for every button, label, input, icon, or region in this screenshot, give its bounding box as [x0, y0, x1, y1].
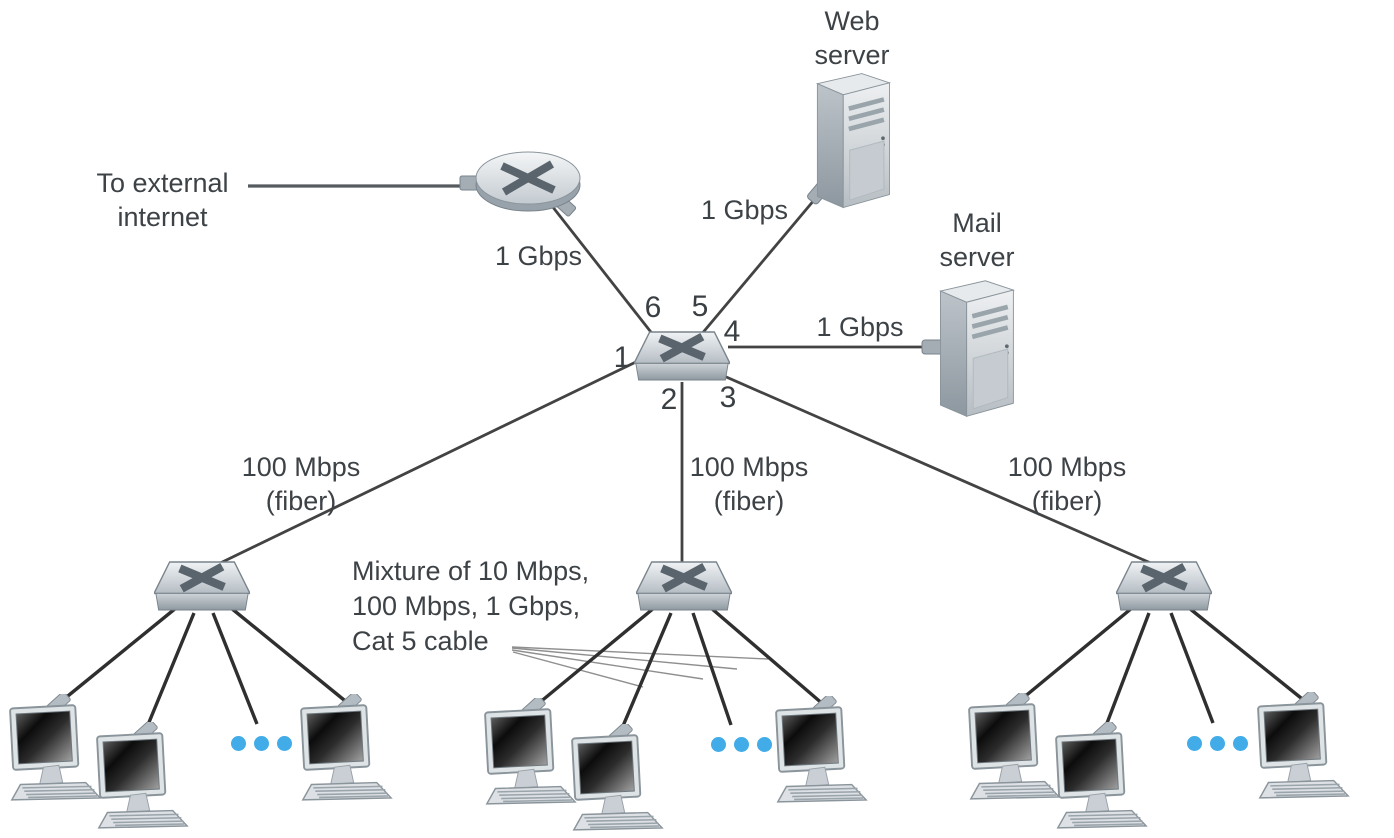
- cat5-pointer-lines: [511, 646, 769, 688]
- web-server-icon: [817, 74, 889, 208]
- link-switch-webserver: [698, 192, 822, 337]
- right-lan-cables: [1015, 606, 1308, 732]
- fiber-right-label: 100 Mbps (fiber): [1007, 452, 1127, 516]
- pc-icon: [968, 693, 1061, 800]
- pc-icon: [571, 724, 664, 831]
- mail-server-label: Mail server: [939, 208, 1015, 272]
- ellipsis-dots: [231, 736, 292, 751]
- pc-icon: [775, 696, 868, 803]
- left-lan-cables: [56, 606, 351, 733]
- mail-link-speed-label: 1 Gbps: [816, 312, 904, 342]
- core-switch-icon: [634, 332, 730, 380]
- link-switch-leftswitch: [209, 358, 641, 570]
- pc-icon: [96, 722, 189, 829]
- web-link-speed-label: 1 Gbps: [700, 195, 789, 225]
- mail-server-icon: [940, 281, 1013, 417]
- port-label-5: 5: [691, 290, 709, 323]
- link-router-switch: [550, 205, 656, 337]
- ellipsis-dots: [711, 737, 772, 752]
- pc-icon: [9, 694, 102, 801]
- ellipsis-dots: [1187, 736, 1248, 751]
- external-internet-label: To external internet: [96, 168, 229, 232]
- router-link-speed-label: 1 Gbps: [494, 241, 583, 271]
- pc-icon: [1257, 692, 1350, 799]
- pc-icon: [484, 698, 577, 805]
- fiber-middle-label: 100 Mbps (fiber): [689, 452, 809, 516]
- pc-icon: [300, 694, 393, 801]
- port-label-6: 6: [644, 291, 662, 324]
- pc-icon: [1055, 722, 1148, 829]
- mixture-label: Mixture of 10 Mbps, 100 Mbps, 1 Gbps, Ca…: [352, 556, 590, 656]
- port-label-4: 4: [723, 315, 741, 348]
- web-server-label: Web server: [814, 6, 890, 70]
- link-switch-rightswitch: [723, 374, 1163, 570]
- middle-lan-cables: [531, 606, 826, 734]
- fiber-left-label: 100 Mbps (fiber): [241, 452, 361, 516]
- port-label-1: 1: [613, 341, 631, 374]
- port-label-2: 2: [660, 383, 678, 416]
- router-icon: [460, 152, 580, 217]
- left-switch-icon: [154, 562, 250, 610]
- right-switch-icon: [1116, 562, 1212, 610]
- port-label-3: 3: [719, 381, 737, 414]
